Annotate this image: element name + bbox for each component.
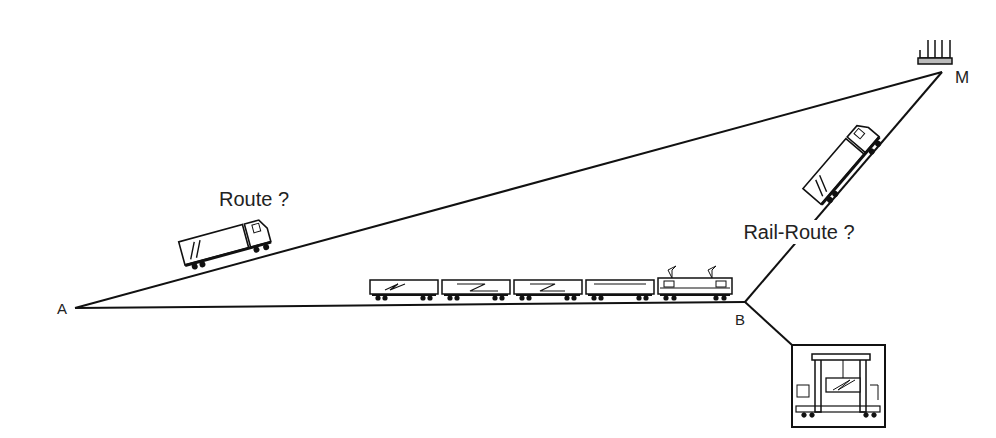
rail-route-label: Rail-Route ?: [740, 220, 857, 244]
point-label: A: [54, 300, 70, 319]
point-label: B: [732, 311, 748, 330]
route-label: Route ?: [216, 187, 292, 211]
point-label: M: [952, 68, 972, 89]
